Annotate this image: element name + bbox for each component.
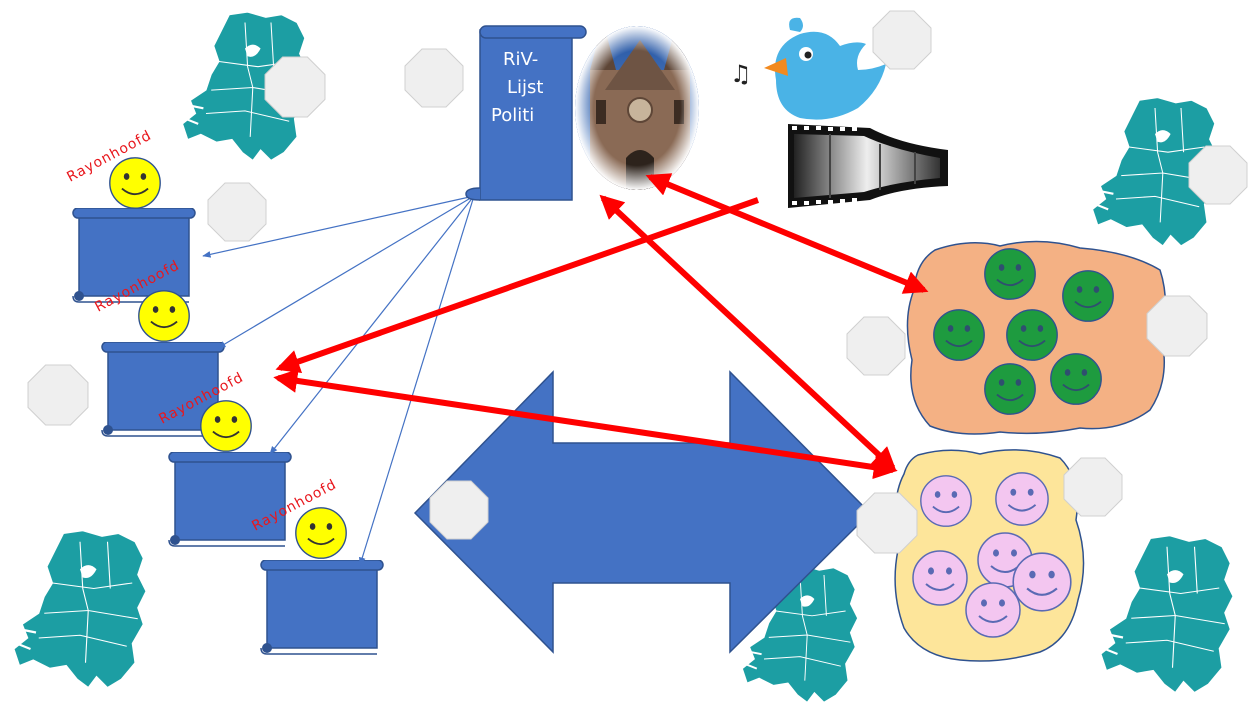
placeholder-octagon [846, 316, 906, 376]
film-strip-icon [788, 124, 948, 208]
placeholder-octagon [872, 10, 932, 70]
main-list-line-2: Lijst [507, 77, 543, 98]
bird-icon [764, 17, 886, 120]
smiley-icon [294, 506, 348, 560]
smiley-icon [108, 156, 162, 210]
smiley-icon [919, 474, 973, 528]
smiley-icon [912, 550, 968, 606]
placeholder-octagon [429, 480, 489, 540]
placeholder-octagon [1063, 457, 1123, 517]
smiley-icon [994, 471, 1050, 527]
netherlands-map-icon [1099, 534, 1235, 694]
main-list-line-1: RiV- [503, 49, 538, 70]
smiley-icon [983, 247, 1037, 301]
placeholder-octagon [207, 182, 267, 242]
main-list-line-3: Politi [491, 105, 534, 126]
music-note-icon: ♫ [730, 60, 752, 88]
placeholder-octagon [1188, 145, 1248, 205]
smiley-icon [1012, 552, 1072, 612]
main-list-scroll: RiV- Lijst Politi [465, 25, 587, 201]
placeholder-octagon [264, 56, 326, 118]
red-arrows [273, 173, 929, 480]
smiley-icon [1061, 269, 1115, 323]
scroll-icon [168, 452, 292, 547]
smiley-icon [1049, 352, 1103, 406]
smiley-icon [983, 362, 1037, 416]
smiley-icon [965, 582, 1021, 638]
smiley-icon [199, 399, 253, 453]
netherlands-map-icon [12, 529, 148, 689]
placeholder-octagon [27, 364, 89, 426]
smiley-icon [932, 308, 986, 362]
scroll-icon [260, 560, 384, 655]
placeholder-octagon [1146, 295, 1208, 357]
placeholder-octagon [404, 48, 464, 108]
smiley-icon [137, 289, 191, 343]
smiley-icon [1005, 308, 1059, 362]
building-photo [575, 26, 699, 190]
placeholder-octagon [856, 492, 918, 554]
